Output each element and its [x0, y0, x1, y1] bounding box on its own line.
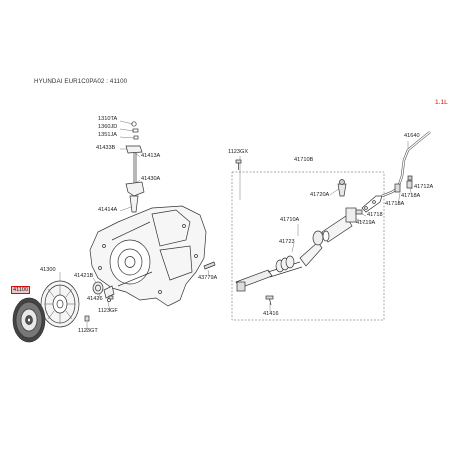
callout-41718a-lower[interactable]: 41718A: [385, 201, 405, 207]
callout-43779a[interactable]: 43779A: [198, 275, 218, 281]
clutch-cover: [40, 280, 80, 328]
clutch-disc: [12, 297, 46, 343]
callout-1360jd[interactable]: 1360JD: [98, 124, 118, 130]
callout-41640[interactable]: 41640: [404, 133, 420, 139]
callout-41426[interactable]: 41426: [87, 296, 103, 302]
bolts: [108, 159, 274, 306]
callout-41421b[interactable]: 41421B: [74, 273, 94, 279]
release-fork-parts: [84, 281, 115, 322]
callout-41723[interactable]: 41723: [279, 239, 295, 245]
callout-41413a[interactable]: 41413A: [141, 153, 161, 159]
callout-1123gx[interactable]: 1123GX: [228, 149, 249, 155]
callout-41430a[interactable]: 41430A: [141, 176, 161, 182]
callout-1123gt[interactable]: 1123GT: [78, 328, 98, 334]
diagram-title: HYUNDAI EUR1C0PA02 : 41100: [34, 78, 128, 85]
callout-41100-highlighted[interactable]: 41100: [11, 286, 31, 294]
callout-41416[interactable]: 41416: [263, 311, 279, 317]
callout-41710b[interactable]: 41710B: [294, 157, 314, 163]
callout-41710a[interactable]: 41710A: [280, 217, 300, 223]
callout-41414a[interactable]: 41414A: [98, 207, 118, 213]
version-label: 1.1L: [435, 99, 448, 106]
callout-41720a[interactable]: 41720A: [310, 192, 330, 198]
transmission-case: [89, 205, 207, 307]
shift-fork-assembly: [125, 121, 145, 213]
callout-41719a[interactable]: 41719A: [356, 220, 376, 226]
callout-41712a[interactable]: 41712A: [414, 184, 434, 190]
callout-41300[interactable]: 41300: [40, 267, 56, 273]
clutch-pipe: [381, 131, 431, 198]
slave-cylinder-assembly: [235, 179, 383, 292]
callout-41718a-upper[interactable]: 41718A: [401, 193, 421, 199]
callout-41718[interactable]: 41718: [367, 212, 383, 218]
callout-1310ta[interactable]: 1310TA: [98, 116, 118, 122]
group-box-41710b: [231, 171, 385, 321]
callout-1123gf[interactable]: 1123GF: [98, 308, 118, 314]
callout-1351ja[interactable]: 1351JA: [98, 132, 117, 138]
callout-41433b[interactable]: 41433B: [96, 145, 116, 151]
